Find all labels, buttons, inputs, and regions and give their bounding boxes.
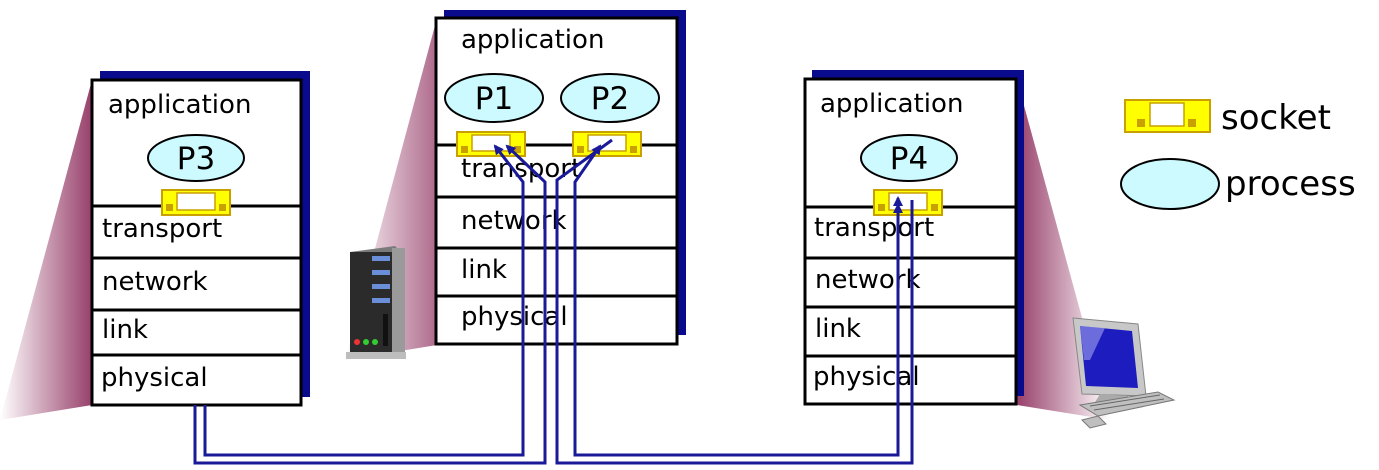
process-p2: P2 — [560, 73, 660, 123]
process-p4-label: P4 — [890, 141, 928, 177]
process-p4: P4 — [860, 134, 958, 182]
process-p1: P1 — [444, 73, 544, 123]
process-p2-label: P2 — [591, 81, 629, 117]
process-p3-label: P3 — [177, 141, 215, 177]
left-layer-network: network — [102, 267, 208, 297]
left-layer-physical: physical — [101, 363, 208, 393]
connection-p3-p1 — [193, 144, 547, 465]
left-layer-link: link — [102, 315, 148, 345]
process-p1-label: P1 — [475, 81, 513, 117]
right-layer-application: application — [820, 89, 963, 119]
process-p3: P3 — [147, 134, 245, 182]
left-host-wedge — [0, 80, 92, 420]
right-layer-transport: transport — [814, 213, 934, 243]
right-layer-link: link — [815, 314, 861, 344]
right-layer-physical: physical — [813, 362, 920, 392]
socket-p3 — [161, 189, 231, 216]
socket-p4 — [873, 189, 943, 216]
middle-layer-link: link — [461, 255, 507, 285]
legend-socket-icon — [1124, 99, 1211, 133]
right-layer-network: network — [815, 265, 921, 295]
left-layer-transport: transport — [102, 214, 222, 244]
desktop-computer-icon — [1072, 317, 1176, 429]
left-host-stack: application transport network link physi… — [90, 71, 310, 407]
legend-process-label: process — [1225, 164, 1356, 204]
connection-p4-p2 — [555, 138, 914, 465]
right-host-stack: application transport network link physi… — [803, 70, 1024, 406]
left-layer-application: application — [108, 90, 251, 120]
server-icon — [346, 246, 406, 359]
middle-layer-physical: physical — [461, 302, 568, 332]
middle-layer-network: network — [461, 206, 567, 236]
legend: socket process — [1120, 98, 1356, 210]
legend-process-icon — [1120, 158, 1220, 210]
middle-layer-application: application — [461, 25, 604, 55]
legend-socket-label: socket — [1221, 98, 1331, 138]
